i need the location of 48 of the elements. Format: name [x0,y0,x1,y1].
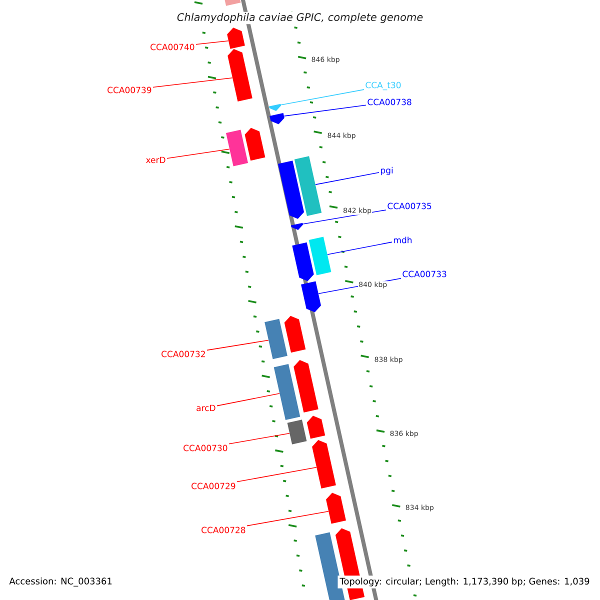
gene-label: CCA00735 [388,202,432,210]
leader-line [196,40,229,45]
leader-line [236,466,317,482]
gene-block [270,113,284,124]
gene-block [301,281,321,312]
gene-label: CCA00728 [202,526,246,534]
footer-text: Topology: circular; Length: 1,173,390 bp; Genes: 1,039 [338,576,592,588]
gene-label: mdh [394,236,412,244]
gene-block [326,492,346,524]
leader-line [166,148,230,159]
gene-block [244,128,266,161]
gene-label: pgi [380,166,393,176]
gene-block [294,156,322,216]
leader-line [315,172,380,185]
leader-line [246,510,329,526]
gene-block [287,420,307,444]
gene-block [264,318,288,360]
leader-line [327,242,392,255]
gene-block [290,222,304,230]
gene-block [294,360,318,412]
gene-block [227,28,245,49]
gene-label: CCA00730 [184,444,228,452]
gene-label: xerD [146,156,166,164]
gene-label: CCA_t30 [366,82,401,90]
gene-block [292,242,314,282]
footer-text: Accession: NC_003361 [9,578,112,586]
leader-line [216,393,280,406]
gene-label: CCA00738 [368,98,412,106]
gene-block [278,160,304,219]
gene-block [308,236,332,276]
leader-line [228,432,290,444]
gene-block [274,364,300,420]
title: Chlamydophila caviae GPIC, complete genome [176,12,424,24]
gene-block [284,316,306,353]
gene-label: arcD [196,404,216,412]
gene-block [268,104,282,111]
leader-line [280,89,364,106]
gene-block [306,416,326,439]
gene-block [223,0,241,6]
gene-label: CCA00739 [108,86,152,94]
gene-label: CCA00740 [150,44,194,50]
leader-line [206,340,269,351]
leader-line [152,78,233,88]
gene-label: CCA00729 [192,482,236,490]
gene-label: CCA00732 [162,350,205,358]
gene-label: CCA00733 [402,270,446,278]
leader-line [284,104,366,116]
gene-block [226,130,248,166]
